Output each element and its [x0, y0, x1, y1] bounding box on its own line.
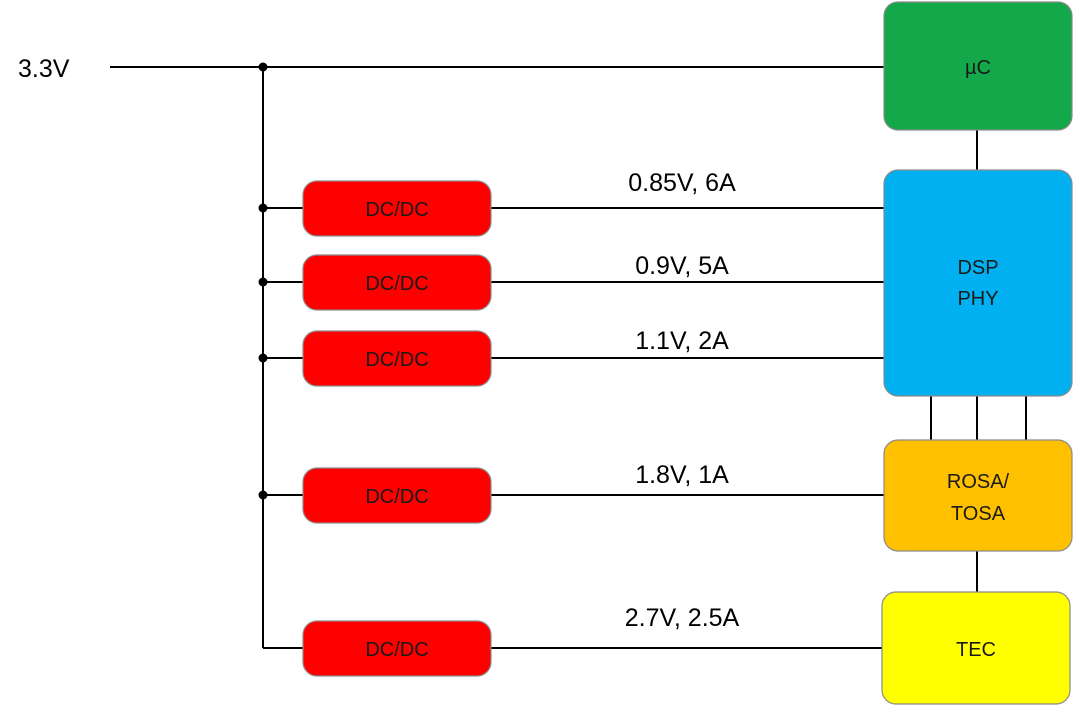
rosa-label: ROSA/ — [947, 471, 1010, 493]
uc-label: µC — [965, 57, 991, 79]
dsp-label: DSP — [957, 257, 998, 279]
dcdc-converter-3-label: DC/DC — [365, 349, 428, 371]
dcdc-converter-3: DC/DC — [302, 330, 492, 387]
tec-block: TEC — [881, 591, 1071, 705]
junction-dot-input — [258, 62, 268, 72]
dcdc-converter-5: DC/DC — [302, 620, 492, 677]
converter-2-output-label: 0.9V, 5A — [635, 252, 729, 280]
dcdc-converter-4: DC/DC — [302, 467, 492, 524]
tec-label: TEC — [956, 639, 996, 661]
dcdc-converter-1-label: DC/DC — [365, 199, 428, 221]
converter-4-output-label: 1.8V, 1A — [635, 461, 729, 489]
converter-5-output-label: 2.7V, 2.5A — [625, 604, 740, 632]
dcdc-converter-5-label: DC/DC — [365, 639, 428, 661]
converter-3-output-label: 1.1V, 2A — [635, 327, 729, 355]
tosa-label: TOSA — [951, 503, 1006, 525]
dcdc-converter-1: DC/DC — [302, 180, 492, 237]
uc-block: µC — [883, 1, 1073, 131]
dcdc-converter-2: DC/DC — [302, 254, 492, 311]
converter-1-output-label: 0.85V, 6A — [628, 169, 736, 197]
rosa-tosa-block: ROSA/ TOSA — [883, 439, 1073, 552]
phy-label: PHY — [957, 288, 998, 310]
input-voltage-label: 3.3V — [18, 55, 70, 83]
dcdc-converter-2-label: DC/DC — [365, 273, 428, 295]
dcdc-converter-4-label: DC/DC — [365, 486, 428, 508]
dsp-phy-block: DSP PHY — [883, 169, 1073, 397]
